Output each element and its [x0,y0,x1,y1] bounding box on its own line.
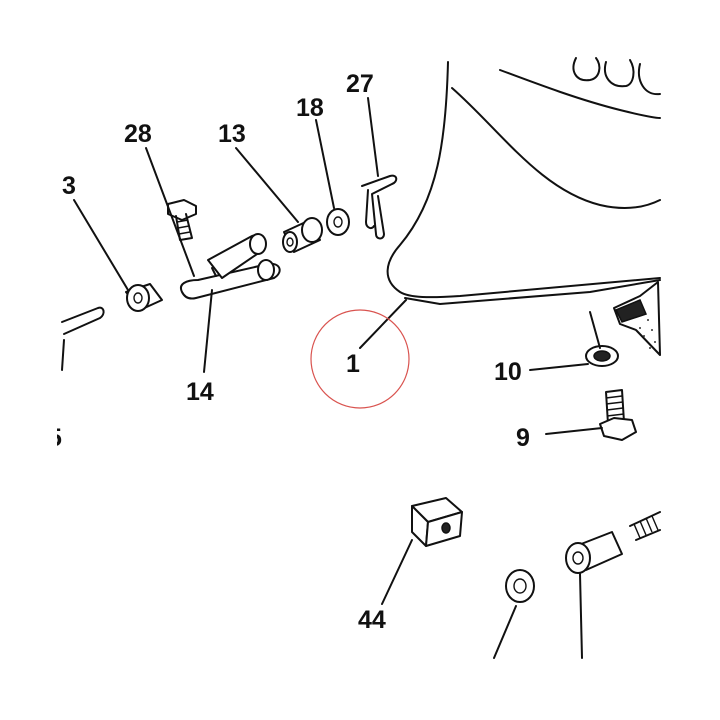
textured-pad [613,281,661,356]
callout-27: 27 [346,70,374,98]
washer-part-10 [585,345,619,367]
leader-lines [73,97,603,659]
body-panel [386,57,661,305]
bracket-part-14 [180,233,281,300]
bushing-part-3 [125,283,163,312]
shaft-left [61,306,105,371]
callout-44: 44 [358,606,386,634]
callout-3: 3 [62,172,76,200]
callout-14: 14 [186,378,214,406]
callout-10: 10 [494,358,522,386]
callout-9: 9 [516,424,530,452]
bolt-part-28 [167,199,197,241]
highlight-circle [310,309,410,409]
threaded-rod [629,511,661,541]
callout-1: 1 [346,350,360,378]
callout-13: 13 [218,120,246,148]
sleeve-part-13 [282,217,323,253]
callout-28: 28 [124,120,152,148]
bolt-part-9 [599,389,637,441]
callout-18: 18 [296,94,324,122]
clip-part-27 [361,174,398,240]
block-part-44 [411,497,463,547]
sleeve-bottom-right [565,531,623,574]
washer-part-18 [326,208,350,236]
nut-bottom [505,569,535,603]
left-edge-mask [0,420,57,460]
